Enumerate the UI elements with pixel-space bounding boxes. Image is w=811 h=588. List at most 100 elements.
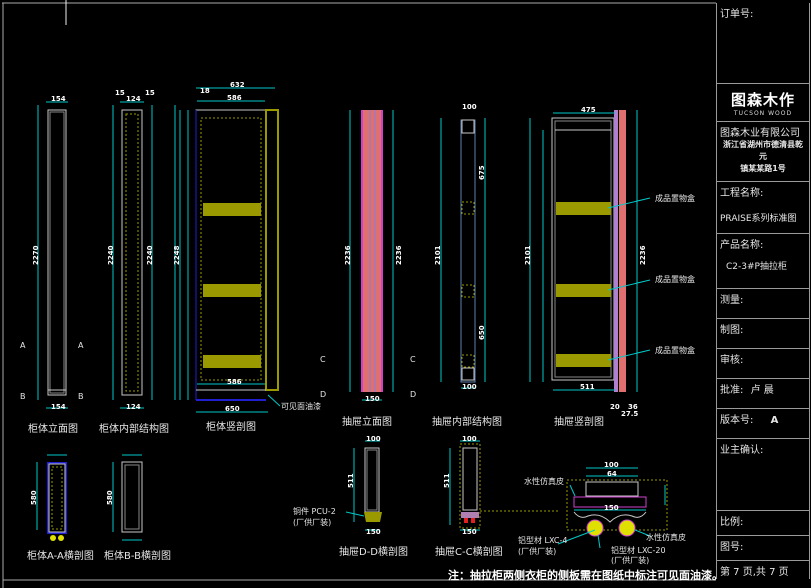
version-value: A [770, 415, 779, 426]
callout-storage-box-3: 成品置物盒 [655, 346, 695, 355]
dim-drawer-width: 150 [365, 395, 380, 403]
dim-drawer-sec-d3: 27.5 [621, 410, 639, 418]
section-dd [345, 440, 382, 531]
dim-drawer-inner-width: 100 [462, 103, 477, 111]
rail-detail [557, 467, 668, 549]
logo-en: TUCSON WOOD [733, 109, 793, 117]
section-mark-a-right: A [78, 341, 84, 350]
project-cell: 工程名称: PRAISE系列标准图 [717, 181, 809, 233]
draw-label: 制图: [720, 325, 744, 336]
section-aa [36, 454, 67, 541]
dim-drawer-height-2: 2236 [395, 245, 403, 265]
dim-cab-sec-inner: 586 [227, 94, 242, 102]
section-mark-d-left: D [320, 390, 327, 399]
dim-drawer-sec-height-2: 2236 [639, 245, 647, 265]
title-block: 订单号: 图森木作 TUCSON WOOD 图森木业有限公司 浙江省湖州市德清县… [716, 3, 810, 579]
dim-cab-width-bottom: 154 [51, 403, 66, 411]
callout-supplied-2: (厂供厂装) [518, 547, 557, 556]
dim-cab-sec-total: 632 [230, 81, 245, 89]
callout-visible-face: 可见面油漆 [281, 402, 321, 411]
label-cabinet-elevation: 柜体立面图 [28, 424, 78, 435]
product-label: 产品名称: [720, 240, 764, 251]
callout-veneer-left: 水性仿真皮 [524, 477, 564, 486]
label-section-cc: 抽屉C-C横剖图 [435, 547, 503, 558]
dim-detail-mid: 64 [607, 470, 617, 478]
drawer-section [529, 110, 651, 392]
section-bb [112, 454, 143, 541]
dim-cc-height: 511 [443, 473, 451, 488]
drawer-internal [440, 118, 486, 389]
company-name: 图森木业有限公司 [720, 128, 800, 139]
drawing-no-cell: 图号: [717, 535, 809, 560]
page-cell: 第 7 页,共 7 页 [717, 560, 809, 579]
dim-sec-bb-height: 580 [106, 490, 114, 505]
logo-cell: 图森木作 TUCSON WOOD [717, 83, 809, 121]
callout-veneer-right: 水性仿真皮 [646, 533, 686, 542]
dim-drawer-inner-bottom: 100 [462, 383, 477, 391]
dim-cc-top: 100 [462, 435, 477, 443]
logo-icon: 图森木作 [730, 90, 795, 109]
project-label: 工程名称: [720, 188, 764, 199]
callout-supplied-1: (厂供厂装) [293, 518, 332, 527]
section-mark-d-right: D [410, 390, 417, 399]
dim-drawer-sec-d1: 20 [610, 403, 620, 411]
approver-name: 卢 晨 [750, 385, 774, 396]
dim-drawer-sec-d2: 36 [628, 403, 638, 411]
callout-profile-1: 铝型材 LXC-4 [518, 536, 568, 545]
approve-cell: 批准: 卢 晨 [717, 378, 809, 408]
callout-storage-box-2: 成品置物盒 [655, 275, 695, 284]
dim-sec-aa-height: 580 [30, 490, 38, 505]
dim-cab-inner-height: 2240 [107, 245, 115, 265]
label-cabinet-section: 柜体竖剖图 [206, 422, 256, 433]
address-line-1: 浙江省湖州市德清县乾元 [723, 140, 803, 161]
dim-dd-top: 100 [366, 435, 381, 443]
dim-cab-sec-bottom: 586 [227, 378, 242, 386]
section-mark-c-left: C [320, 355, 326, 364]
dim-cab-inner: 124 [126, 95, 141, 103]
section-mark-a-left: A [20, 341, 26, 350]
scale-cell: 比例: [717, 510, 809, 535]
label-drawer-section: 抽屉竖剖图 [554, 417, 604, 428]
callout-storage-box-1: 成品置物盒 [655, 194, 695, 203]
version-label: 版本号: [720, 415, 754, 426]
owner-confirm-cell: 业主确认: [717, 438, 809, 510]
dim-detail-top: 100 [604, 461, 619, 469]
dim-drawer-sec-bottom: 511 [580, 383, 595, 391]
dim-cab-inner-height-2: 2240 [146, 245, 154, 265]
draw-cell: 制图: [717, 318, 809, 348]
cabinet-elevation [37, 101, 68, 409]
label-drawer-internal: 抽屉内部结构图 [432, 417, 502, 428]
section-mark-c-right: C [410, 355, 416, 364]
order-no-label: 订单号: [720, 9, 754, 20]
cabinet-section [179, 87, 281, 413]
dim-dd-bottom: 150 [366, 528, 381, 536]
drawing-no-label: 图号: [720, 542, 744, 553]
drawer-elevation [349, 110, 394, 401]
dim-cab-inner-bottom: 124 [126, 403, 141, 411]
measure-cell: 测量: [717, 288, 809, 318]
dim-detail-bottom: 150 [604, 504, 619, 512]
order-no-cell: 订单号: [717, 3, 809, 83]
label-drawer-elevation: 抽屉立面图 [342, 417, 392, 428]
drawing-note: 注：抽拉柜两侧衣柜的侧板需在图纸中标注可见面油漆。 [448, 569, 723, 582]
product-value: C2-3#P抽拉柜 [726, 262, 787, 272]
dim-cab-height: 2270 [32, 245, 40, 265]
review-cell: 审核: [717, 348, 809, 378]
callout-profile-2: 铝型材 LXC-20 [611, 546, 666, 555]
section-mark-b-left: B [20, 392, 26, 401]
section-mark-b-right: B [78, 392, 84, 401]
dim-cab-sec-outer: 650 [225, 405, 240, 413]
review-label: 审核: [720, 355, 744, 366]
measure-label: 测量: [720, 295, 744, 306]
dim-cc-bottom: 150 [462, 528, 477, 536]
dim-dd-height: 511 [347, 473, 355, 488]
dim-cab-sec-height: 2248 [173, 245, 181, 265]
section-cc [449, 440, 560, 531]
callout-supplied-3: (厂供厂装) [611, 556, 650, 565]
dim-drawer-sec-height: 2101 [524, 245, 532, 265]
label-cabinet-internal: 柜体内部结构图 [99, 424, 169, 435]
owner-confirm-label: 业主确认: [720, 445, 764, 456]
approve-label: 批准: [720, 385, 744, 396]
dim-cab-sec-side: 18 [200, 87, 210, 95]
